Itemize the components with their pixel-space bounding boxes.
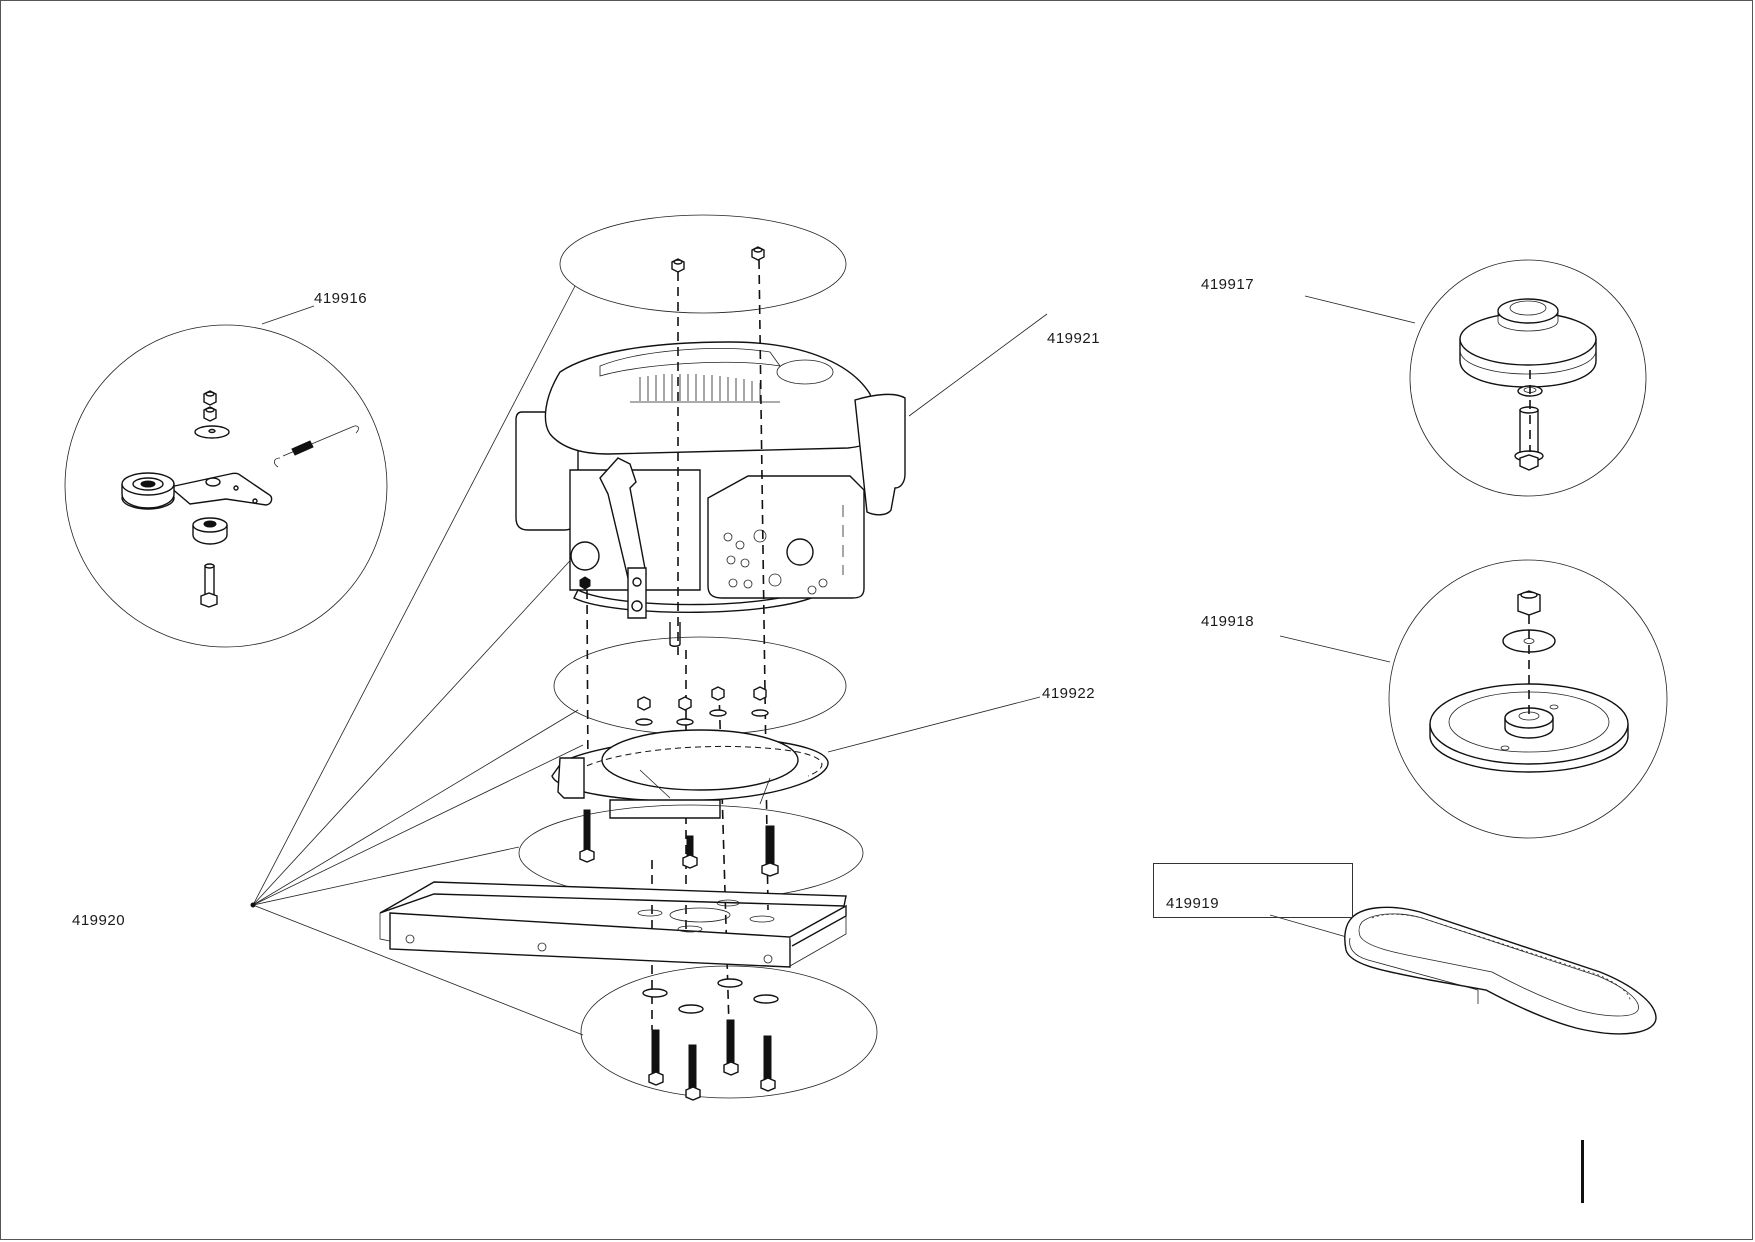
flange-bolt-group bbox=[518, 804, 864, 902]
leader-hub-dot bbox=[250, 902, 256, 908]
leader-flange bbox=[252, 744, 584, 906]
flange-bolt-icon bbox=[579, 809, 595, 863]
lower-bolt-group bbox=[580, 965, 878, 1101]
callout-box-419919 bbox=[1153, 863, 1353, 918]
leader-419922 bbox=[827, 696, 1041, 753]
callout-419921: 419921 bbox=[1047, 330, 1101, 347]
top-nut-ellipse bbox=[559, 214, 847, 314]
flange-bolt-icon bbox=[761, 825, 779, 877]
mounting-flange-icon bbox=[551, 729, 829, 819]
callout-419917: 419917 bbox=[1201, 276, 1255, 293]
bearing-icon bbox=[192, 517, 228, 545]
hex-nut-icon bbox=[671, 258, 685, 273]
idler-detail-circle bbox=[64, 324, 388, 648]
lower-pulley-group bbox=[1279, 559, 1668, 839]
muffler-vents bbox=[723, 505, 844, 595]
washer-icon bbox=[194, 425, 230, 439]
lower-bolt-ellipse bbox=[580, 965, 878, 1099]
detail-callout-nut-circle bbox=[570, 541, 600, 571]
v-belt-icon bbox=[1344, 906, 1657, 1035]
hardware-kit-leaders bbox=[250, 285, 584, 1036]
upper-pulley-group bbox=[1304, 259, 1647, 497]
washer-bolt-icon bbox=[678, 1004, 704, 1101]
callout-419918: 419918 bbox=[1201, 613, 1255, 630]
idler-arm-icon bbox=[168, 472, 273, 506]
nut-washer-icon bbox=[676, 696, 694, 726]
idler-pulley-icon bbox=[121, 472, 175, 510]
nut-washer-icon bbox=[635, 696, 653, 726]
washer-bolt-icon bbox=[642, 988, 668, 1086]
leader-419917 bbox=[1304, 295, 1416, 324]
spacer-nut-icon bbox=[203, 406, 217, 422]
washer-bolt-icon bbox=[717, 978, 743, 1076]
leader-top-nuts bbox=[252, 285, 576, 906]
lower-pulley-detail-circle bbox=[1388, 559, 1668, 839]
fuel-cap-icon bbox=[776, 359, 834, 385]
page-edge-mark bbox=[1581, 1140, 1584, 1203]
callout-419920: 419920 bbox=[72, 912, 126, 929]
leader-419921 bbox=[908, 313, 1048, 417]
top-nut-group bbox=[559, 214, 847, 314]
nut-washer-icon bbox=[709, 686, 727, 717]
flange-nut-group bbox=[553, 636, 847, 736]
engine-icon bbox=[515, 341, 906, 647]
lock-nut-icon bbox=[203, 390, 217, 406]
pulley-bolt-icon bbox=[1514, 370, 1544, 471]
callout-419916: 419916 bbox=[314, 290, 368, 307]
shroud-vents bbox=[630, 374, 780, 403]
leader-flange-bolts bbox=[252, 846, 520, 906]
idler-pulley-group bbox=[64, 305, 388, 648]
flange-bolt-icon bbox=[682, 835, 698, 869]
leader-engine-nut bbox=[252, 551, 579, 906]
hex-nut-icon bbox=[751, 246, 765, 261]
tension-spring-icon bbox=[274, 425, 359, 468]
leader-lower-bolts bbox=[252, 904, 584, 1036]
flat-pulley-icon bbox=[1429, 615, 1629, 773]
washer-bolt-icon bbox=[753, 994, 779, 1092]
leader-419918 bbox=[1279, 635, 1391, 663]
nut-washer-icon bbox=[751, 686, 769, 717]
callout-419919: 419919 bbox=[1166, 895, 1220, 912]
v-pulley-icon bbox=[1459, 298, 1597, 388]
upper-pulley-detail-circle bbox=[1409, 259, 1647, 497]
shoulder-bolt-icon bbox=[200, 563, 218, 608]
leader-flange-nuts bbox=[252, 709, 579, 906]
leader-419919 bbox=[1269, 914, 1351, 939]
engine-plate-icon bbox=[379, 881, 847, 968]
callout-419922: 419922 bbox=[1042, 685, 1096, 702]
pulley-nut-icon bbox=[1517, 590, 1541, 616]
flange-nut-ellipse bbox=[553, 636, 847, 736]
leader-419916 bbox=[261, 305, 315, 325]
drive-belt-group bbox=[1269, 906, 1657, 1035]
